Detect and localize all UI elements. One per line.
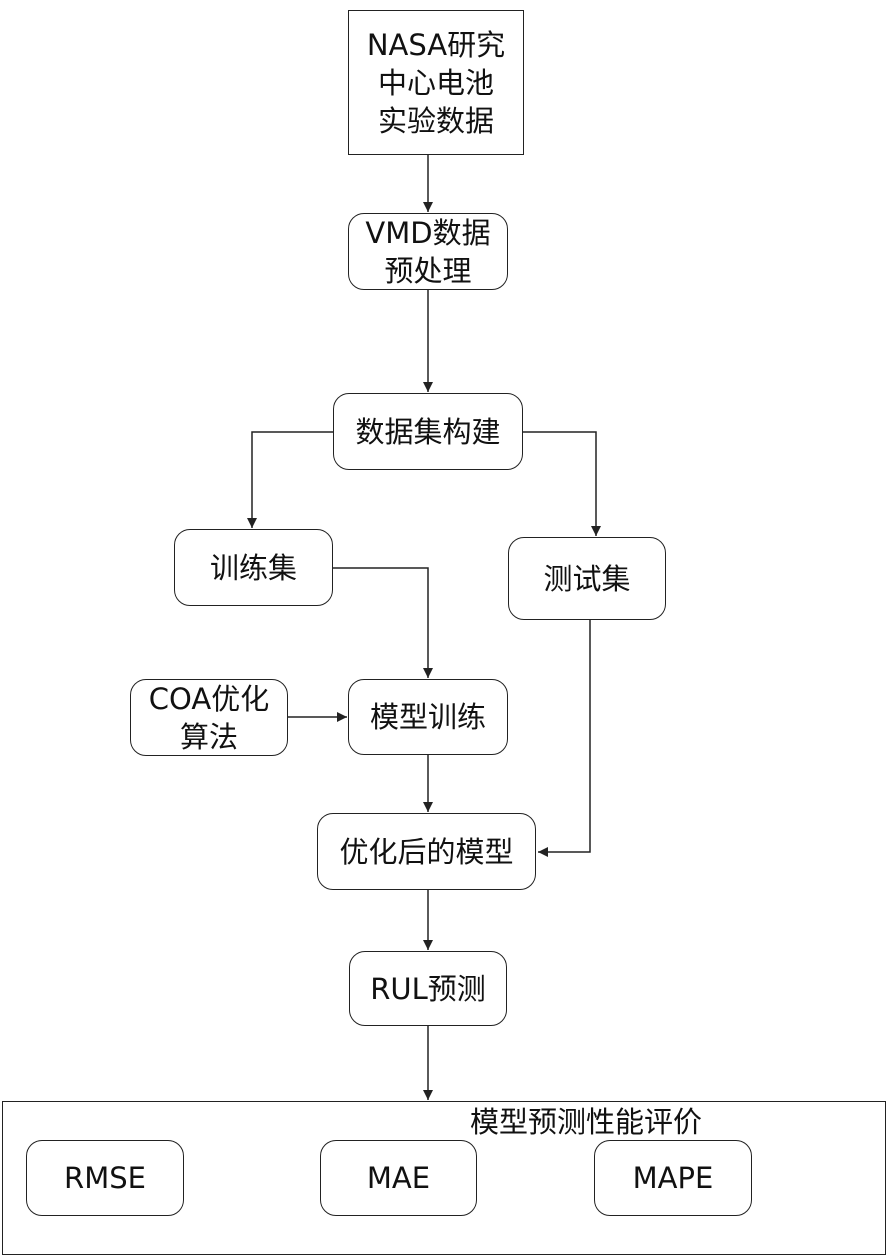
metric-rmse-box: RMSE: [26, 1140, 184, 1216]
metric-mae-label: MAE: [366, 1161, 431, 1195]
metric-mae-box: MAE: [320, 1140, 477, 1216]
rul-prediction-box: RUL预测: [349, 951, 507, 1026]
metric-mape-label: MAPE: [632, 1161, 714, 1195]
model-training-label: 模型训练: [369, 700, 486, 734]
nasa-battery-data-box: NASA研究 中心电池 实验数据: [348, 10, 524, 155]
evaluation-title: 模型预测性能评价: [470, 1105, 703, 1139]
dataset-construction-label: 数据集构建: [355, 414, 501, 449]
training-set-label: 训练集: [209, 550, 297, 585]
dataset-construction-box: 数据集构建: [333, 393, 523, 470]
evaluation-frame: [2, 1101, 886, 1255]
rul-prediction-label: RUL预测: [370, 971, 486, 1006]
vmd-preprocessing-box: VMD数据 预处理: [348, 213, 508, 290]
test-set-label: 测试集: [543, 561, 631, 596]
test-set-box: 测试集: [508, 537, 666, 620]
coa-algorithm-box: COA优化 算法: [130, 679, 288, 756]
arrow-dataset-to-train: [247, 431, 333, 528]
coa-algorithm-label: COA优化 算法: [148, 681, 270, 754]
optimized-model-box: 优化后的模型: [317, 813, 536, 890]
arrow-dataset-to-test: [523, 431, 601, 536]
vmd-preprocessing-label: VMD数据 预处理: [365, 215, 491, 288]
metric-rmse-label: RMSE: [64, 1161, 146, 1195]
arrow-train-to-model-train: [333, 567, 433, 678]
training-set-box: 训练集: [174, 529, 333, 606]
metric-mape-box: MAPE: [594, 1140, 752, 1216]
model-training-box: 模型训练: [348, 679, 508, 755]
optimized-model-label: 优化后的模型: [339, 834, 514, 869]
arrow-test-to-optimized: [538, 620, 591, 857]
nasa-battery-data-label: NASA研究 中心电池 实验数据: [366, 27, 506, 138]
